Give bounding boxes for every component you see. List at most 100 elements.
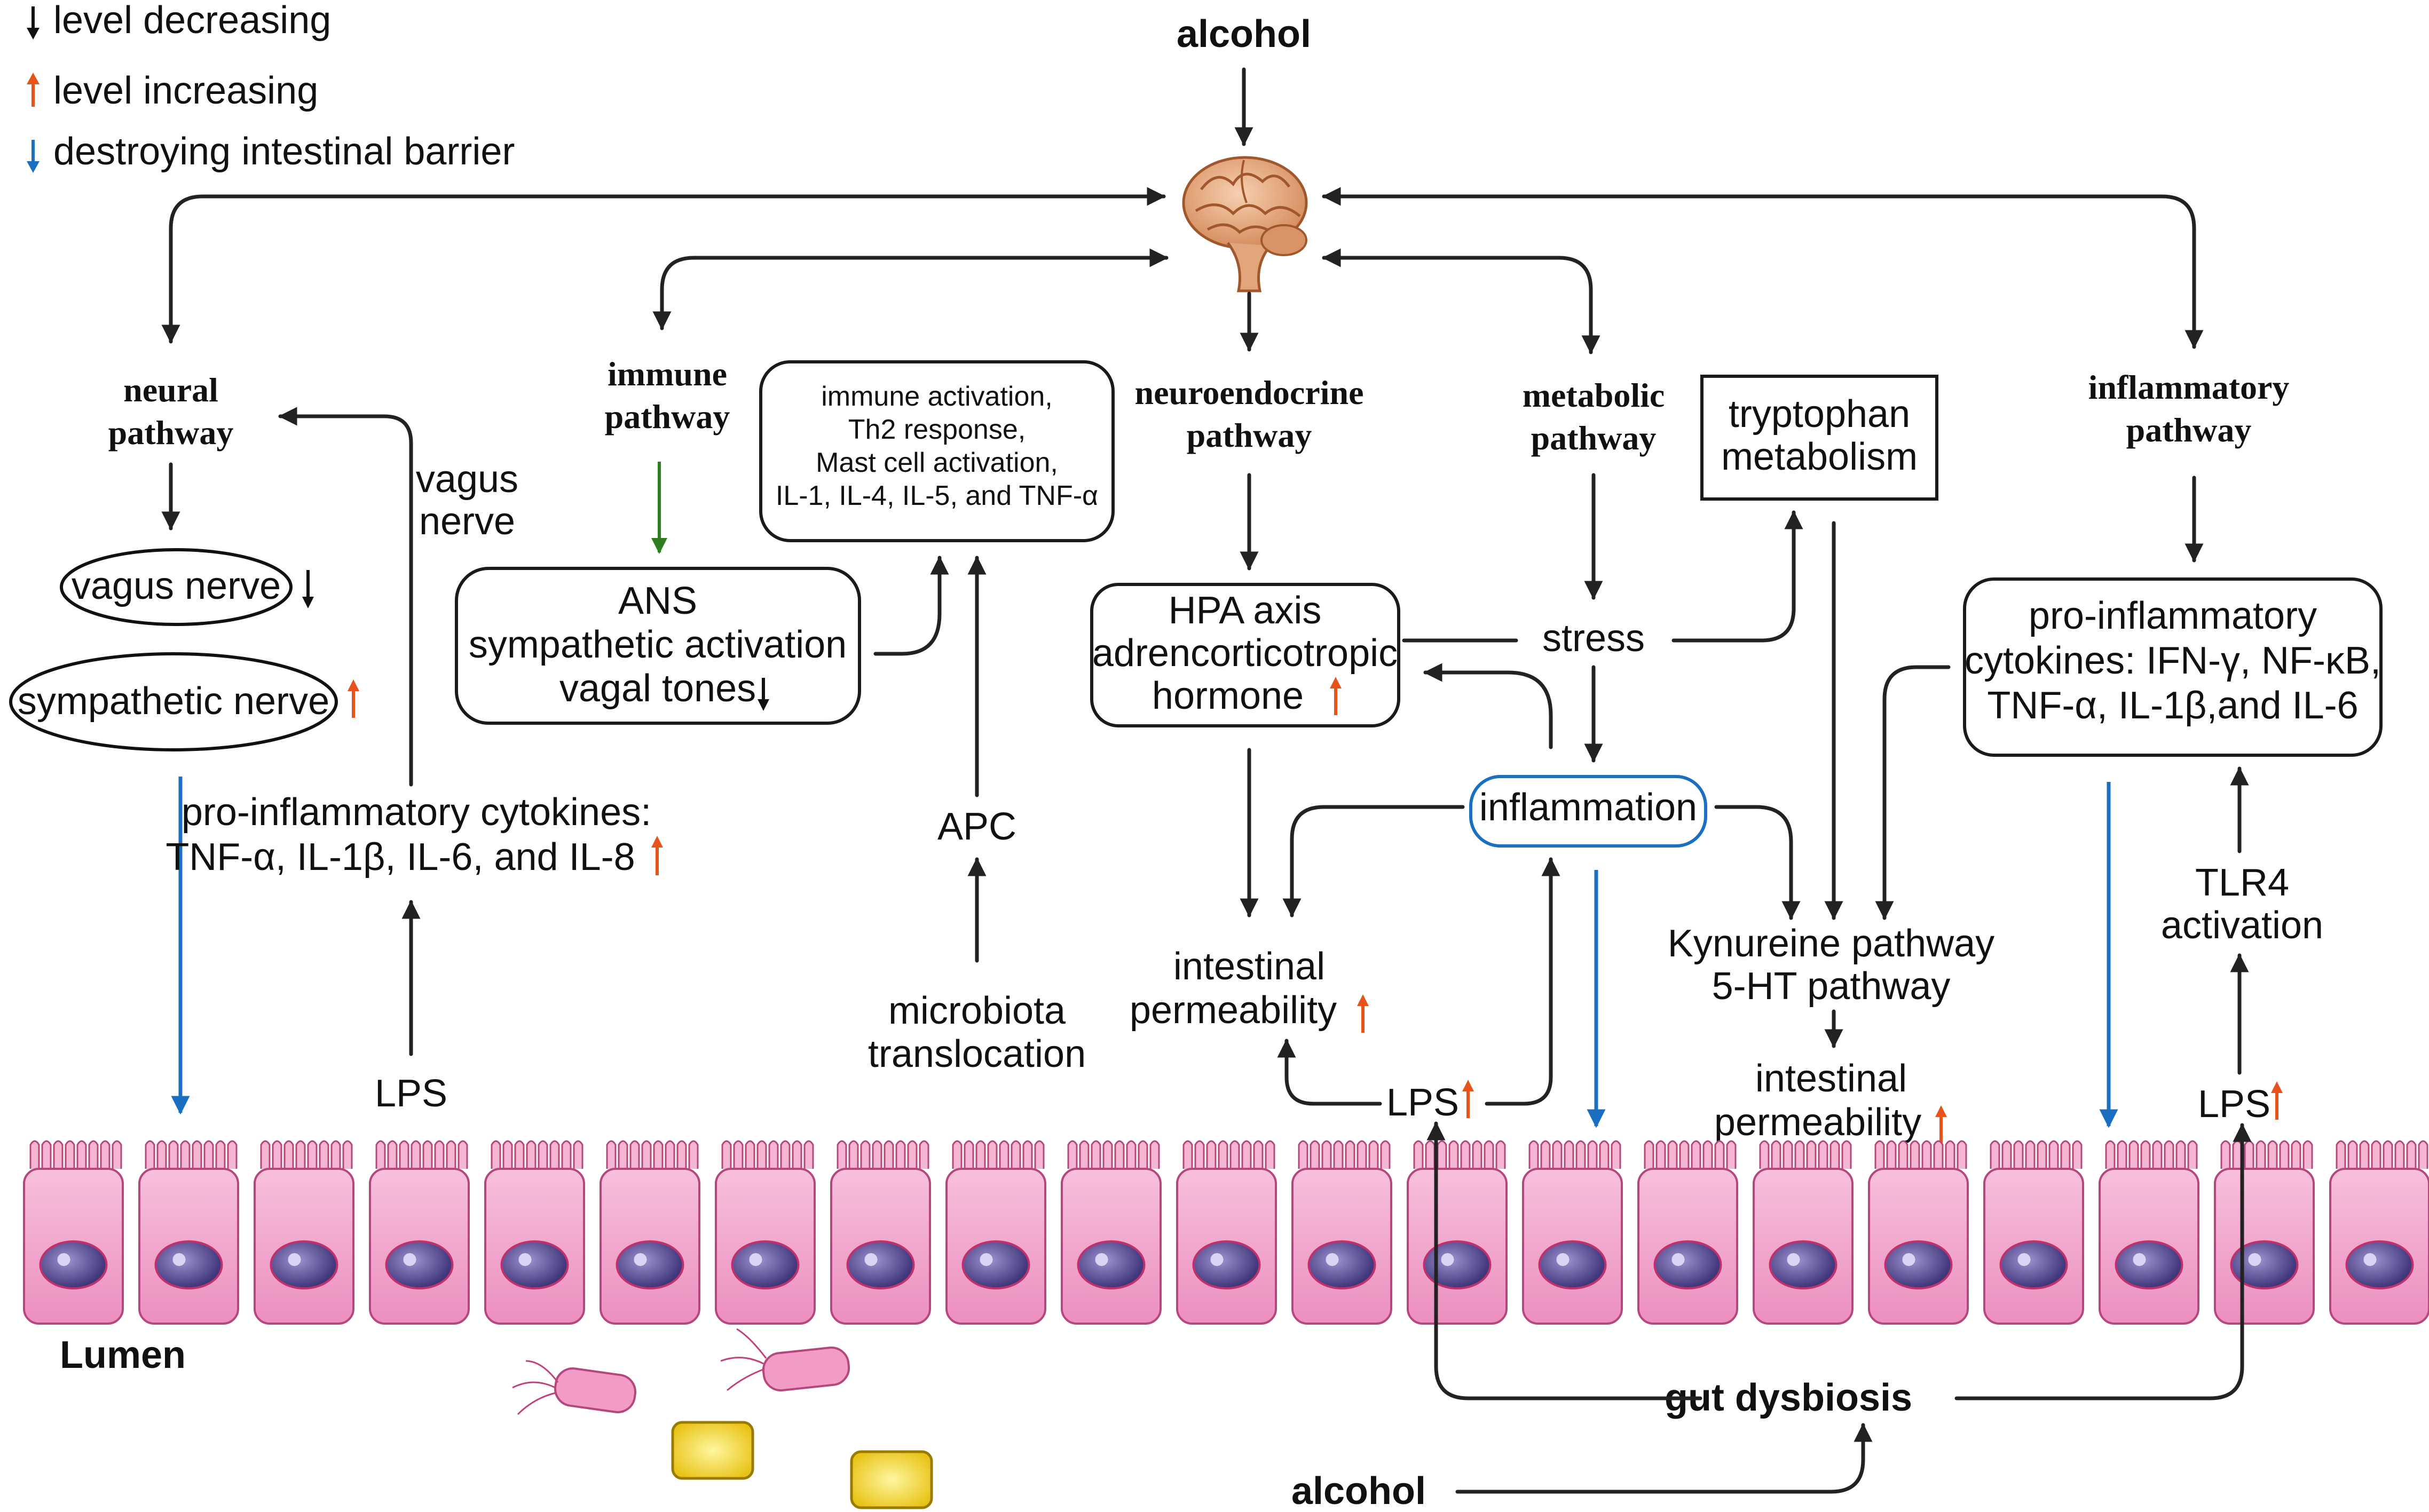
epithelial-cell [2099, 1140, 2199, 1325]
epithelial-cell [715, 1140, 816, 1325]
svg-text:vagal tones: vagal tones [559, 667, 756, 710]
svg-text:ANS: ANS [618, 580, 697, 622]
bottom-alcohol-label: alcohol [1291, 1470, 1426, 1512]
svg-text:pathway: pathway [1531, 419, 1657, 457]
intestinal-epithelium [23, 1140, 2429, 1325]
bacteria-icon [512, 1360, 636, 1415]
epithelial-cell [1983, 1140, 2084, 1325]
epithelial-cell [830, 1140, 931, 1325]
sympathetic-increase-arrow-icon [348, 679, 359, 718]
epithelial-cell [484, 1140, 585, 1325]
svg-text:permeability: permeability [1714, 1101, 1921, 1144]
legend-increasing-label: level increasing [53, 69, 318, 112]
vagus-nerve-node: vagus nerve [60, 548, 293, 626]
inflammation-to-permeability-arrow [1282, 805, 1465, 917]
neural-lps-label: LPS [375, 1072, 447, 1115]
svg-text:nerve: nerve [419, 500, 515, 543]
neuroendocrine-pathway-title: neuroendocrine pathway [1134, 374, 1363, 454]
immune-activation-node: immune activation, Th2 response, Mast ce… [759, 360, 1115, 542]
yeast-icon [850, 1450, 933, 1509]
vagus-decrease-arrow-icon [302, 570, 314, 608]
svg-text:hormone: hormone [1152, 675, 1304, 717]
vagus-afferent-label: vagus nerve [416, 458, 518, 543]
ans-to-activation-arrow [873, 556, 949, 656]
epithelial-cell [138, 1140, 239, 1325]
immune-pathway-title: immune pathway [605, 355, 730, 436]
epithelial-cell [1176, 1140, 1277, 1325]
metabolic-pathway-title: metabolic pathway [1523, 376, 1665, 457]
stress-label: stress [1542, 617, 1645, 660]
svg-text:neuroendocrine: neuroendocrine [1134, 374, 1363, 411]
inflammation-node: inflammation [1469, 775, 1707, 848]
yeast-icon [671, 1421, 754, 1480]
inflammatory-lps-label: LPS [2198, 1083, 2270, 1126]
inflammation-to-kynurenine-arrow [1714, 805, 1801, 920]
legend-decreasing-label: level decreasing [53, 0, 331, 42]
hormone-increase-arrow-icon [1330, 677, 1342, 715]
svg-text:sympathetic activation: sympathetic activation [469, 623, 847, 666]
epithelial-cell [600, 1140, 700, 1325]
svg-text:metabolic: metabolic [1523, 376, 1665, 414]
lps-to-permeability-arrow [1277, 1039, 1382, 1106]
lps-to-inflammation-arrow [1485, 857, 1560, 1106]
tryptophan-node: tryptophan metabolism [1700, 375, 1938, 501]
vagal-tone-decrease-arrow-icon [758, 678, 769, 711]
brain-immune-arrow [652, 248, 1169, 330]
top-alcohol-label: alcohol [1177, 13, 1311, 56]
gut-dysbiosis-label: gut dysbiosis [1665, 1376, 1912, 1419]
svg-text:pro-inflammatory cytokines:: pro-inflammatory cytokines: [182, 791, 651, 834]
neuroendocrine-permeability-label: intestinal permeability [1130, 945, 1337, 1032]
svg-text:TNF-α, IL-1β, IL-6, and IL-8: TNF-α, IL-1β, IL-6, and IL-8 [165, 836, 635, 878]
hpa-axis-node: HPA axis adrencorticotropic hormone [1090, 583, 1400, 727]
svg-text:HPA axis: HPA axis [1169, 589, 1322, 632]
apc-label: APC [937, 805, 1016, 848]
lps-increase-arrow-icon [1462, 1080, 1474, 1118]
svg-text:permeability: permeability [1130, 989, 1337, 1032]
svg-text:neural: neural [123, 371, 218, 409]
brain-inflammatory-arrow [1322, 187, 2204, 349]
svg-text:5-HT pathway: 5-HT pathway [1712, 965, 1951, 1008]
brain-metabolic-arrow [1322, 248, 1600, 354]
bacteria-icon [720, 1328, 850, 1392]
svg-text:pro-inflammatory: pro-inflammatory [2029, 595, 2317, 637]
svg-text:Kynureine pathway: Kynureine pathway [1668, 922, 1994, 965]
inflammatory-cytokines-node: pro-inflammatory cytokines: IFN-γ, NF-κB… [1963, 577, 2383, 757]
inflammatory-pathway-title: inflammatory pathway [2088, 368, 2290, 449]
dysbiosis-to-lps-left-arrow [1426, 1121, 1702, 1400]
inflammation-to-hpa-arrow [1423, 663, 1553, 749]
epithelial-cell [1753, 1140, 1854, 1325]
svg-text:immune activation,: immune activation, [821, 381, 1053, 412]
epithelial-cell [1637, 1140, 1738, 1325]
neuroendocrine-lps-label: LPS [1386, 1081, 1459, 1124]
svg-text:intestinal: intestinal [1173, 945, 1325, 988]
svg-text:immune: immune [608, 355, 727, 393]
legend: level decreasing level increasing destro… [27, 0, 515, 173]
svg-text:microbiota: microbiota [888, 989, 1066, 1032]
epithelial-cell [945, 1140, 1046, 1325]
inflammatory-lps-increase-arrow-icon [2271, 1081, 2283, 1120]
permeability-increase-arrow-icon [1357, 994, 1369, 1033]
epithelial-cell [1291, 1140, 1392, 1325]
dysbiosis-to-lps-right-arrow [1954, 1123, 2252, 1400]
svg-text:Mast cell activation,: Mast cell activation, [816, 447, 1058, 478]
alcohol-to-dysbiosis-arrow [1455, 1423, 1873, 1494]
svg-text:inflammation: inflammation [1479, 786, 1697, 829]
epithelial-cell [2329, 1140, 2429, 1325]
ans-node: ANS sympathetic activation vagal tones [455, 567, 861, 725]
svg-text:vagus nerve: vagus nerve [72, 565, 281, 607]
svg-text:pathway: pathway [605, 398, 730, 436]
barrier-legend-icon [27, 140, 40, 173]
svg-text:activation: activation [2161, 904, 2323, 947]
legend-barrier-label: destroying intestinal barrier [53, 130, 515, 173]
svg-text:TNF-α, IL-1β,and IL-6: TNF-α, IL-1β,and IL-6 [1987, 684, 2358, 727]
epithelial-cell [1061, 1140, 1162, 1325]
kynurenine-label: Kynureine pathway 5-HT pathway [1668, 922, 1994, 1008]
sympathetic-nerve-node: sympathetic nerve [9, 652, 338, 751]
svg-text:metabolism: metabolism [1721, 436, 1918, 478]
metabolic-permeability-increase-arrow-icon [1935, 1105, 1947, 1145]
svg-text:tryptophan: tryptophan [1729, 393, 1910, 436]
svg-text:translocation: translocation [868, 1033, 1086, 1075]
cytokines-to-kynurenine-arrow [1875, 665, 1951, 920]
